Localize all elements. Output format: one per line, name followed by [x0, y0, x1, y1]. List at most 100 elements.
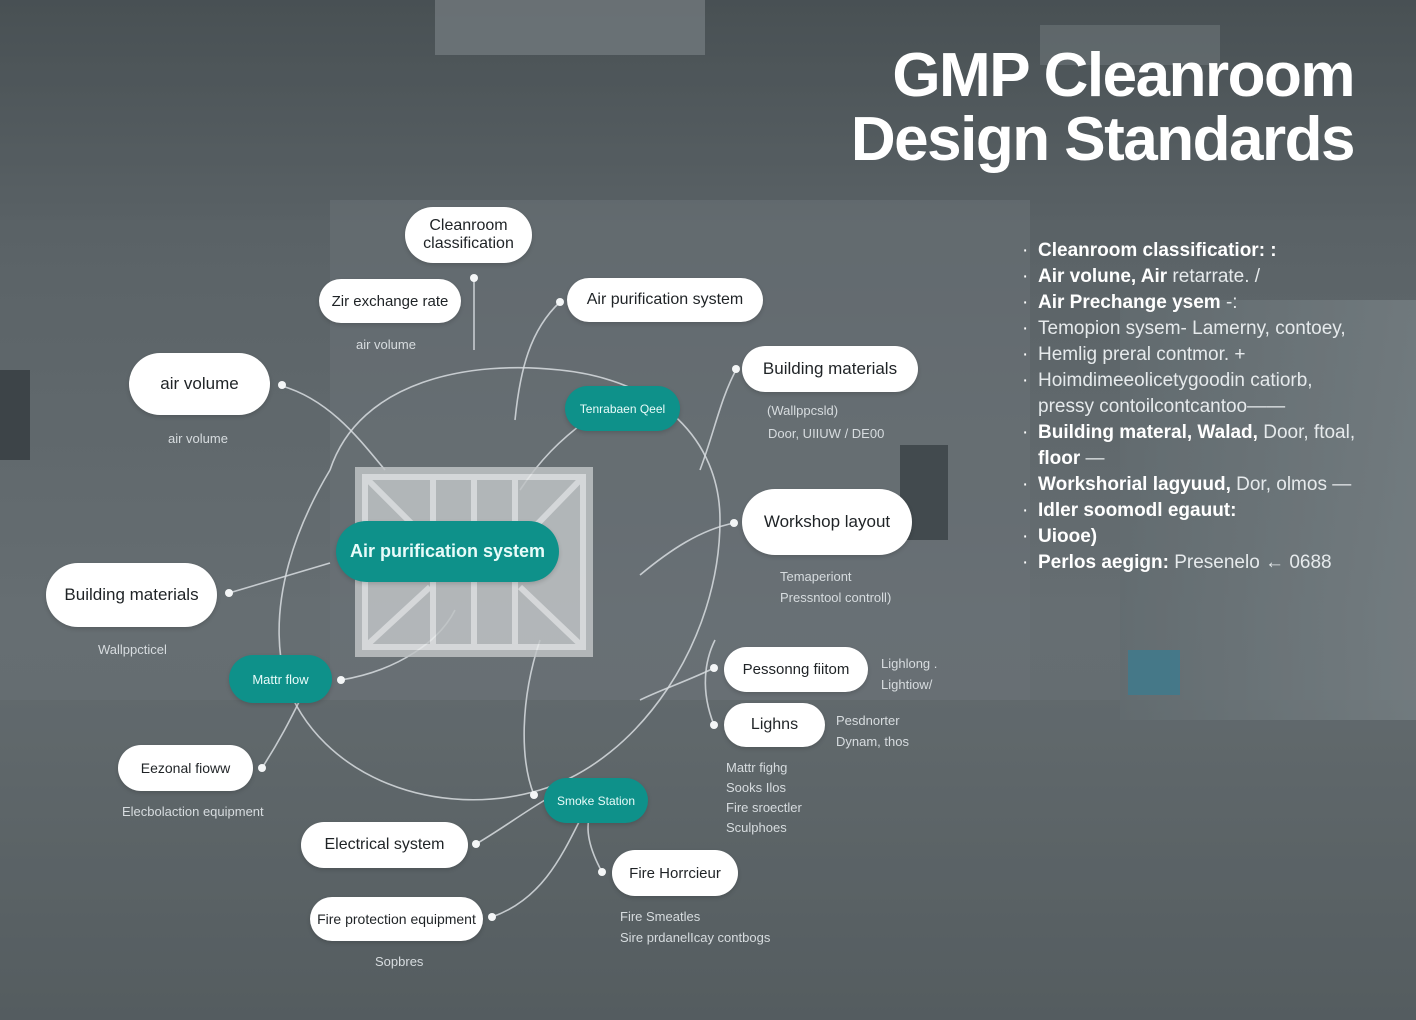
node-label: Workshop layout: [763, 512, 891, 531]
bullet-text: Dor, olmos —: [1230, 474, 1352, 495]
bullet-bold-text: Building materal, Walad,: [1038, 422, 1258, 443]
sub-label: Fire Smeatles: [620, 909, 701, 924]
connector-line: [281, 385, 386, 471]
node-matter-flow[interactable]: Mattr flow: [229, 655, 332, 703]
sub-label: (Wallppcsld): [767, 403, 839, 418]
connector-dot: [598, 868, 606, 876]
node-label: air volume: [160, 374, 239, 393]
connector-line: [523, 639, 541, 796]
node-air-volume[interactable]: air volume: [129, 353, 270, 415]
node-air-purification-system[interactable]: Air purification system: [567, 278, 763, 322]
sub-label: Lighlong .: [881, 656, 938, 671]
connector-dot: [337, 676, 345, 684]
node-temperature-control[interactable]: Tenrabaen Qeel: [565, 386, 680, 431]
connector-line: [491, 819, 581, 918]
bullet-bold-text: floor: [1038, 448, 1081, 469]
node-cleanroom-classification[interactable]: Cleanroom classification: [405, 207, 532, 263]
connector-line: [475, 799, 546, 845]
sub-label: Dynam, thos: [836, 734, 909, 749]
sub-label: Pressntool controll): [780, 590, 892, 605]
connector-line: [514, 301, 561, 421]
node-label: Building materials: [64, 585, 199, 604]
sub-label: Lightiow/: [881, 677, 933, 692]
sub-label: Door, UIIUW / DE00: [768, 426, 885, 441]
bullet-text: Hoimdimeeolicetygoodin catiorb,: [1038, 370, 1313, 391]
sub-label: Mattr fighg: [726, 760, 788, 775]
node-label: Eezonal fioww: [140, 760, 231, 776]
node-label: Cleanroom classification: [423, 217, 514, 252]
sub-label: Elecbolaction equipment: [122, 804, 264, 819]
node-fire-protection-equipment[interactable]: Fire protection equipment: [310, 897, 483, 941]
node-label: Smoke Station: [556, 793, 636, 808]
bullet-item: floor —: [1022, 446, 1402, 472]
bullet-bold-text: Uiooe): [1038, 526, 1098, 547]
node-lights[interactable]: Lighns: [724, 703, 825, 747]
bullet-item: Temopion sysem- Lamerny, contoey,: [1022, 316, 1402, 342]
node-label: Zir exchange rate: [331, 292, 449, 310]
page-title: GMP Cleanroom Design Standards: [851, 41, 1356, 172]
bullet-item: Workshorial lagyuud, Dor, olmos —: [1022, 472, 1402, 498]
bullet-text: pressy contoilcontcantoo——: [1038, 396, 1286, 417]
node-label: Air purification system: [349, 541, 546, 561]
bullet-item: Air volune, Air retarrate. /: [1022, 264, 1402, 290]
node-electrical-system[interactable]: Electrical system: [301, 822, 468, 868]
connector-dot: [225, 589, 233, 597]
node-label: Mattr flow: [252, 671, 309, 687]
node-personal-flow[interactable]: Eezonal fioww: [118, 745, 253, 791]
bullet-bold-text: Air Prechange ysem: [1038, 292, 1221, 313]
standards-bullet-list: Cleanroom classificatior: :Air volune, A…: [1022, 238, 1402, 576]
connector-dot: [730, 519, 738, 527]
background-ceiling-light: [435, 0, 705, 55]
bullet-item: Cleanroom classificatior: :: [1022, 238, 1402, 264]
connector-dot: [470, 274, 478, 282]
bullet-bold-text: Idler soomodl egauut:: [1038, 500, 1237, 521]
title-line-1: GMP Cleanroom: [892, 41, 1355, 110]
node-label: Lighns: [750, 716, 799, 733]
bullet-text: -:: [1220, 292, 1238, 313]
connector-line: [699, 369, 737, 471]
connector-line: [704, 639, 716, 726]
node-label: Electrical system: [324, 836, 445, 853]
connector-line: [639, 667, 715, 701]
bullet-item: Air Prechange ysem -:: [1022, 290, 1402, 316]
bullet-item: pressy contoilcontcantoo——: [1022, 394, 1402, 420]
bullet-text: Presenelo ← 0688: [1168, 552, 1332, 573]
bullet-text: retarrate. /: [1167, 266, 1261, 287]
sub-label: Wallppcticel: [98, 642, 167, 657]
sub-label: air volume: [168, 431, 228, 446]
bullet-item: Hoimdimeeolicetygoodin catiorb,: [1022, 368, 1402, 394]
connector-dot: [530, 791, 538, 799]
sub-label: Sculphoes: [726, 820, 787, 835]
sub-label: Sire prdanelIcay contbogs: [620, 930, 771, 945]
sub-label: Pesdnorter: [836, 713, 900, 728]
connector-dot: [556, 298, 564, 306]
node-air-purification-center[interactable]: Air purification system: [336, 521, 559, 582]
connector-dot: [732, 365, 740, 373]
connector-dot: [710, 664, 718, 672]
node-fire-hydrant[interactable]: Fire Horrcieur: [612, 850, 738, 896]
connector-line: [228, 562, 331, 594]
node-building-materials-right[interactable]: Building materials: [742, 346, 918, 392]
bullet-text: Door, ftoal,: [1257, 422, 1356, 443]
node-smoke-station[interactable]: Smoke Station: [544, 778, 648, 823]
bullet-item: Uiooe): [1022, 524, 1402, 550]
sub-label: air volume: [356, 337, 416, 352]
bullet-bold-text: Perlos aegign:: [1038, 552, 1169, 573]
sub-label: Sooks Ilos: [726, 780, 786, 795]
connector-dot: [488, 913, 496, 921]
node-air-exchange-rate[interactable]: Zir exchange rate: [319, 279, 461, 323]
node-personnel-flow[interactable]: Pessonng fiitom: [724, 647, 868, 692]
bullet-item: Building materal, Walad, Door, ftoal,: [1022, 420, 1402, 446]
node-building-materials-left[interactable]: Building materials: [46, 563, 217, 627]
bullet-item: Idler soomodl egauut:: [1022, 498, 1402, 524]
node-label: Tenrabaen Qeel: [579, 401, 666, 416]
sub-label: Fire sroectler: [726, 800, 802, 815]
node-workshop-layout[interactable]: Workshop layout: [742, 489, 912, 555]
bullet-bold-text: Workshorial lagyuud,: [1038, 474, 1231, 495]
connector-dot: [472, 840, 480, 848]
background-monitor: [1128, 650, 1180, 695]
connector-dot: [278, 381, 286, 389]
connector-dot: [258, 764, 266, 772]
node-label: Fire Horrcieur: [629, 864, 721, 882]
connector-dot: [710, 721, 718, 729]
